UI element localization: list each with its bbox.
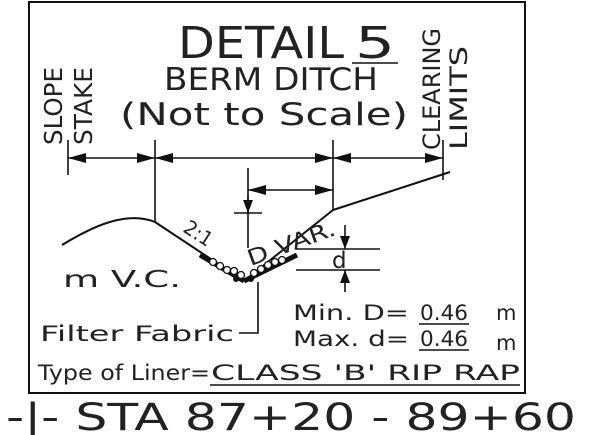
max-depth-value: 0.46 [420,327,468,351]
natural-ground-right [332,171,451,211]
detail-title-word: DETAIL [178,18,345,69]
liner-type-prefix: Type of Liner= [37,361,210,385]
depth-var-label: D VAR. [244,217,339,272]
depth-dimension [234,196,262,214]
scale-note: (Not to Scale) [120,97,408,133]
detail-border [28,1,526,394]
soil-type-label: m V.C. [63,267,181,293]
filter-fabric-label: Filter Fabric [40,322,234,346]
natural-ground-left [61,217,156,246]
detail-subtitle: BERM DITCH [164,62,378,98]
station-range-label: -|- STA 87+20 - 89+60 [6,396,576,435]
min-depth-value: 0.46 [420,301,468,325]
liner-thickness-dimension [296,225,380,292]
liner-thickness-label: d [332,248,347,274]
slope-stake-label-line2: STAKE [69,67,98,145]
max-depth-unit: m [496,331,516,355]
max-depth-label: Max. d= [293,327,409,351]
detail-title-number: 5 [355,18,395,69]
min-depth-unit: m [496,301,516,325]
slope-stake-label-line1: SLOPE [39,67,68,145]
min-depth-label: Min. D= [293,301,409,325]
slope-ratio-label: 2:1 [179,215,217,251]
clearing-limits-label-line1: CLEARING [418,28,446,150]
filter-fabric-leader [239,282,259,334]
rip-rap-liner [198,252,299,284]
top-dimension-line [68,153,443,163]
liner-type-value: CLASS 'B' RIP RAP [211,361,520,385]
clearing-limits-label-line2: LIMITS [445,46,473,150]
